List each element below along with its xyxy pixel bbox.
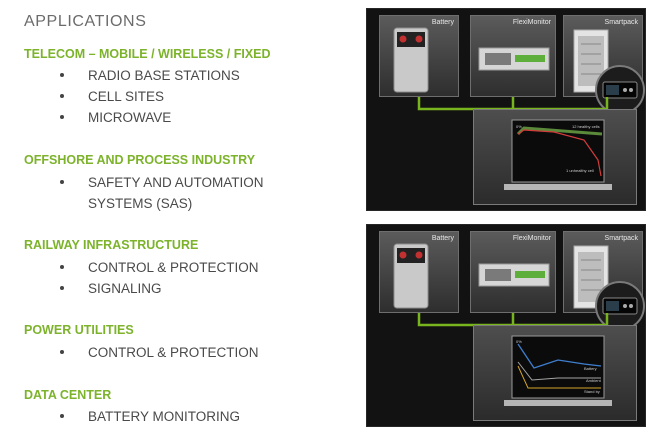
svg-text:0%: 0% [516,124,522,129]
svg-text:1 unhealthy cell: 1 unhealthy cell [566,168,594,173]
bullet-icon [60,350,64,354]
cell-voltage-chart: 0% 12 healthy cells 1 unhealthy cell [504,119,612,190]
section-title-telecom: TELECOM – MOBILE / WIRELESS / FIXED [24,47,271,61]
battery-card: Battery [379,15,459,97]
bullet-icon [60,115,64,119]
section-title-power: POWER UTILITIES [24,323,134,337]
svg-text:Ambient: Ambient [586,378,602,383]
bullet-icon [60,414,64,418]
svg-text:Stand by: Stand by [584,389,600,394]
controller-badge [595,281,645,331]
section-title-railway: RAILWAY INFRASTRUCTURE [24,238,199,252]
svg-text:Battery: Battery [584,366,597,371]
fleximonitor-device-icon [478,47,550,71]
battery-icon [393,27,429,93]
page-heading: APPLICATIONS [24,13,147,30]
fleximonitor-card: FlexiMonitor [470,231,556,313]
fleximonitor-device-icon [478,263,550,287]
system-diagram-panel-1: Battery FlexiMonitor Smartpack [366,8,646,211]
temperature-chart: 0% Battery Ambient Stand by [504,335,612,406]
controller-icon [602,81,638,99]
svg-text:12 healthy cells: 12 healthy cells [572,124,600,129]
section-title-datacenter: DATA CENTER [24,388,112,402]
battery-icon [393,243,429,309]
system-diagram-panel-2: Battery FlexiMonitor Smartpack [366,224,646,427]
fleximonitor-card: FlexiMonitor [470,15,556,97]
bullet-icon [60,180,64,184]
svg-text:0%: 0% [516,339,522,344]
bullet-icon [60,73,64,77]
laptop-monitor: 0% Battery Ambient Stand by [473,325,637,421]
battery-card: Battery [379,231,459,313]
bullet-icon [60,286,64,290]
bullet-icon [60,94,64,98]
laptop-monitor: 0% 12 healthy cells 1 unhealthy cell [473,109,637,205]
section-title-offshore: OFFSHORE AND PROCESS INDUSTRY [24,153,256,167]
controller-icon [602,297,638,315]
bullet-icon [60,265,64,269]
